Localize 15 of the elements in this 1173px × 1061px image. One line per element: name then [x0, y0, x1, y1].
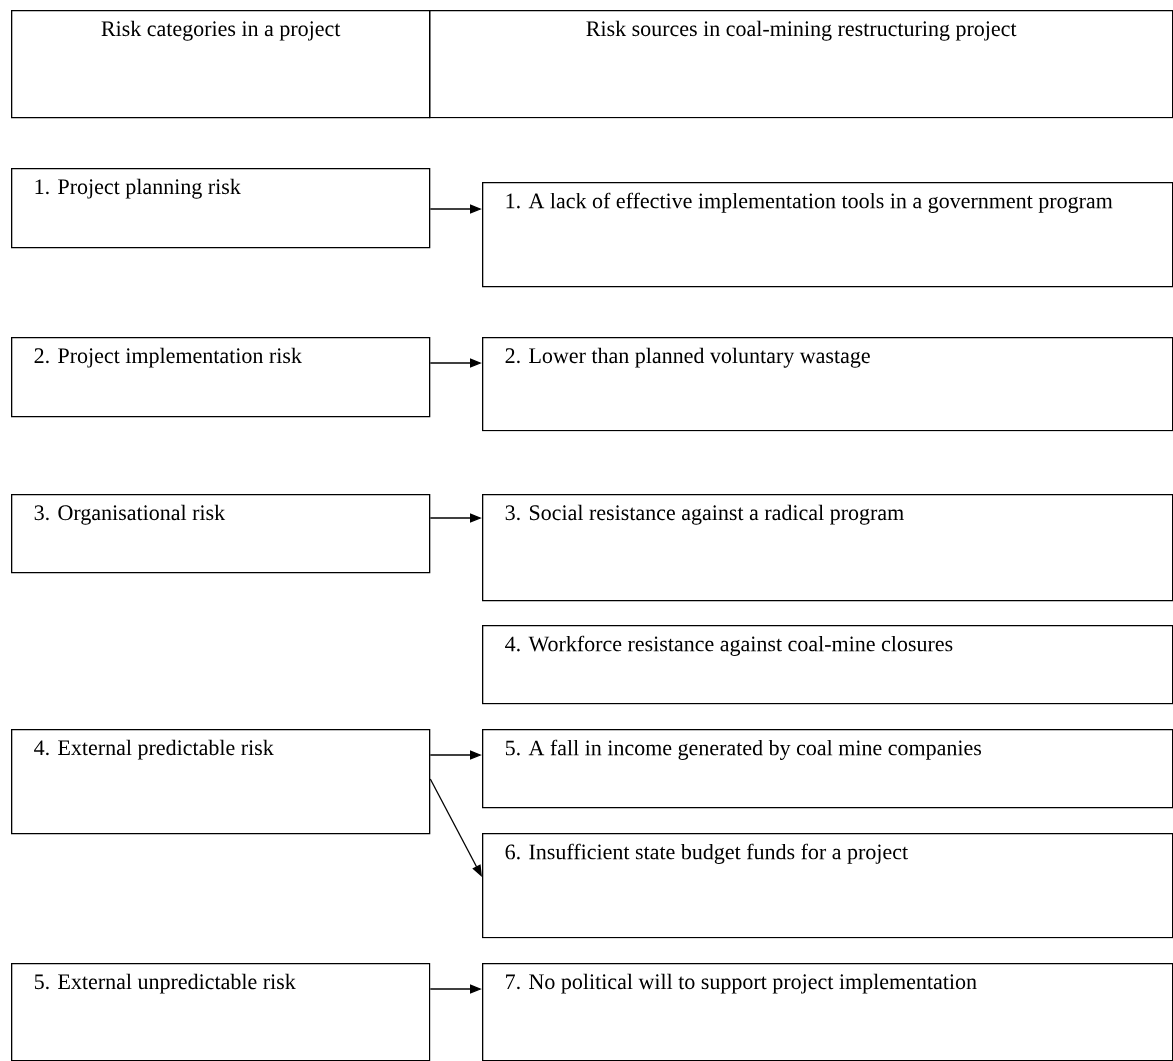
risk-box: 4. Workforce resistance against coal-mine closures: [482, 625, 1173, 705]
column-header: Risk categories in a project: [11, 10, 431, 119]
arrow: [429, 778, 482, 877]
risk-box: 3. Organisational risk: [11, 494, 431, 574]
risk-box: 7. No political will to support project implementation: [482, 963, 1173, 1061]
risk-box: 1. Project planning risk: [11, 168, 431, 249]
risk-box: 2. Project implementation risk: [11, 337, 431, 418]
column-header: Risk sources in coal-mining restructuring project: [429, 10, 1173, 119]
risk-box: 4. External predictable risk: [11, 729, 431, 835]
risk-box: 2. Lower than planned voluntary wastage: [482, 337, 1173, 432]
risk-box: 3. Social resistance against a radical program: [482, 494, 1173, 602]
risk-box: 6. Insufficient state budget funds for a project: [482, 833, 1173, 939]
risk-box: 1. A lack of effective implementation tools in a government program: [482, 182, 1173, 288]
risk-box: 5. External unpredictable risk: [11, 963, 431, 1061]
risk-box: 5. A fall in income generated by coal mine companies: [482, 729, 1173, 809]
